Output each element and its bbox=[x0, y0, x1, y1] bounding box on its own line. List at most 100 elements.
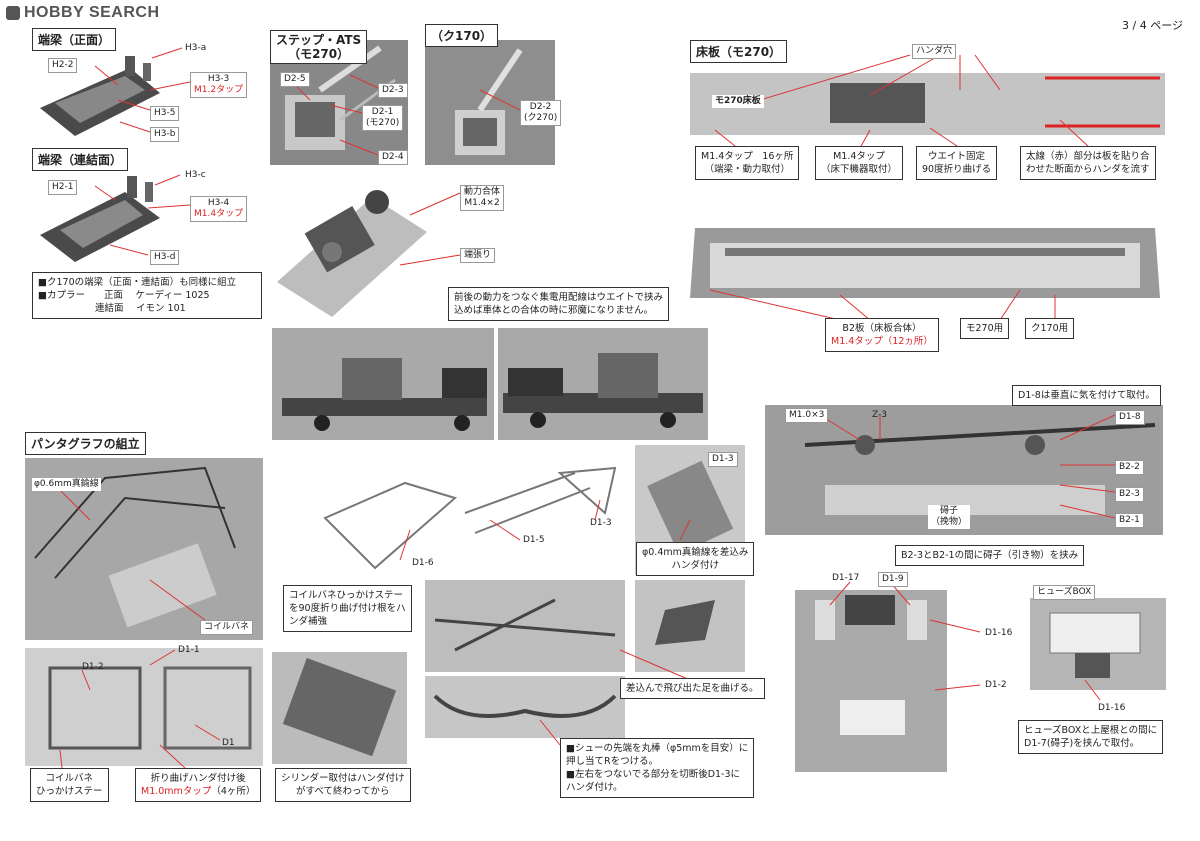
label-d2-1-note: (モ270) bbox=[366, 118, 400, 128]
label-h2-2: H2-2 bbox=[48, 58, 78, 73]
label-d1-6: D1-6 bbox=[412, 558, 434, 568]
note-weight-fix: ウエイト固定 90度折り曲げる bbox=[916, 146, 998, 180]
label-d2-2: D2-2 (ク270) bbox=[520, 100, 562, 126]
label-insulator-type: （挽物） bbox=[931, 517, 968, 527]
note-weight-fix-line2: 90度折り曲げる bbox=[922, 164, 992, 175]
photo-frame-parts bbox=[315, 458, 627, 580]
note-brass-04: φ0.4mm真鍮線を差込み ハンダ付け bbox=[636, 542, 755, 576]
label-b2-1: B2-1 bbox=[1115, 513, 1144, 528]
label-h3-3-code: H3-3 bbox=[207, 74, 230, 84]
note-b2-insulator: B2-3とB2-1の間に碍子（引き物）を挟み bbox=[895, 545, 1085, 566]
label-b2-3: B2-3 bbox=[1115, 487, 1144, 502]
photo-cylinder bbox=[272, 652, 407, 764]
note-bend-tap-line1: 折り曲げハンダ付け後 bbox=[150, 773, 246, 784]
note-bend-tap-count: （4ヶ所） bbox=[211, 786, 256, 797]
note-b2-plate-line2: M1.4タップ（12ヵ所） bbox=[831, 336, 933, 347]
section-title-endbeam-front: 端梁（正面） bbox=[32, 28, 117, 51]
photo-shoe bbox=[425, 676, 625, 738]
note-m14-underfloor-line1: M1.4タップ bbox=[833, 151, 885, 162]
coupler-note-line2: ■カプラー 正面 ケーディー 1025 bbox=[38, 290, 210, 301]
label-d2-1-code: D2-1 bbox=[371, 107, 394, 117]
label-h3-4: H3-4 M1.4タップ bbox=[190, 196, 248, 222]
label-power-unit-screws: M1.4×2 bbox=[464, 198, 500, 208]
note-bend-tap-size: M1.0mmタップ bbox=[141, 786, 212, 797]
section-title-ku170: （ク170） bbox=[425, 24, 499, 47]
label-d1: D1 bbox=[222, 738, 235, 748]
note-cylinder-line1: シリンダー取付はハンダ付け bbox=[281, 773, 405, 784]
label-d1-2: D1-2 bbox=[82, 662, 104, 672]
photo-endbeam-front bbox=[35, 48, 165, 138]
note-red-line: 太線（赤）部分は板を貼り合 わせた断面からハンダを流す bbox=[1020, 146, 1156, 180]
label-d2-2-note: (ク270) bbox=[524, 113, 558, 123]
note-spring-stay-line2: ひっかけステー bbox=[36, 786, 103, 797]
label-d1-1: D1-1 bbox=[178, 645, 200, 655]
note-fuse-box-line1: ヒューズBOXと上屋根との間に bbox=[1024, 725, 1158, 736]
photo-power-unit bbox=[272, 172, 432, 320]
section-title-pantograph: パンタグラフの組立 bbox=[25, 432, 146, 455]
note-cylinder: シリンダー取付はハンダ付け がすべて終わってから bbox=[275, 768, 411, 802]
note-bend-tap: 折り曲げハンダ付け後 M1.0mmタップ（4ヶ所） bbox=[135, 768, 262, 802]
wiring-note-line1: 前後の動力をつなぐ集電用配線はウエイトで挟み bbox=[454, 292, 664, 303]
section-title-step-ats-line2: （モ270） bbox=[288, 47, 350, 61]
note-red-line-line2: わせた断面からハンダを流す bbox=[1026, 164, 1150, 175]
note-brass-04-line1: φ0.4mm真鍮線を差込み bbox=[642, 547, 749, 558]
label-m14-tap: M1.4タップ bbox=[194, 209, 244, 219]
logo-text: HOBBY SEARCH bbox=[24, 4, 160, 21]
coupler-note-line3: 連結面 イモン 101 bbox=[38, 303, 186, 314]
note-shoe-line4: ハンダ付け。 bbox=[566, 782, 623, 793]
note-bend-legs: 差込んで飛び出た足を曲げる。 bbox=[620, 678, 765, 699]
label-m10x3: M1.0×3 bbox=[785, 408, 829, 423]
section-title-step-ats-line1: ステップ・ATS bbox=[276, 33, 362, 47]
note-shoe-line3: ■左右をつないでる部分を切断後D1-3に bbox=[566, 769, 741, 780]
label-h3-d: H3-d bbox=[150, 250, 180, 265]
note-m14-16-line2: （端梁・動力取付） bbox=[704, 164, 790, 175]
note-weight-fix-line1: ウエイト固定 bbox=[928, 151, 986, 162]
label-h2-1: H2-1 bbox=[48, 180, 78, 195]
label-brass-06: φ0.6mm真鍮線 bbox=[32, 478, 101, 491]
note-ku170-use: ク170用 bbox=[1025, 318, 1075, 339]
label-mo270-plate: モ270床板 bbox=[712, 95, 764, 108]
label-power-unit-title: 動力合体 bbox=[464, 187, 501, 197]
wiring-note-line2: 込めば車体との合体の時に邪魔になりません。 bbox=[454, 305, 654, 316]
label-z-3: Z-3 bbox=[872, 410, 887, 420]
note-spring-stay-bend-line2: を90度折り曲げ付け根をハ bbox=[289, 603, 406, 614]
photo-fuse-box bbox=[1030, 598, 1166, 690]
label-d1-3-frame: D1-3 bbox=[590, 518, 612, 528]
photo-b2-plate bbox=[685, 218, 1165, 308]
note-red-line-line1: 太線（赤）部分は板を貼り合 bbox=[1026, 151, 1150, 162]
label-insulator: 碍子 （挽物） bbox=[928, 505, 971, 529]
note-shoe: ■シューの先端を丸棒（φ5mmを目安）に 押し当てRをつける。 ■左右をつないで… bbox=[560, 738, 755, 798]
label-h3-a: H3-a bbox=[185, 43, 207, 53]
section-title-endbeam-coupler: 端梁（連結面） bbox=[32, 148, 129, 171]
label-d1-16-fuse: D1-16 bbox=[1098, 703, 1126, 713]
note-m14-underfloor: M1.4タップ （床下機器取付） bbox=[815, 146, 904, 180]
photo-chassis-2 bbox=[498, 328, 708, 440]
label-d1-17: D1-17 bbox=[832, 573, 860, 583]
label-d1-5: D1-5 bbox=[523, 535, 545, 545]
label-d1-16-roof: D1-16 bbox=[985, 628, 1013, 638]
note-brass-04-line2: ハンダ付け bbox=[671, 560, 719, 571]
note-spring-stay-bend: コイルバネひっかけステー を90度折り曲げ付け根をハ ンダ補強 bbox=[283, 585, 412, 632]
note-d1-8-vertical: D1-8は垂直に気を付けて取付。 bbox=[1012, 385, 1161, 406]
note-m14-16: M1.4タップ 16ヶ所 （端梁・動力取付） bbox=[695, 146, 800, 180]
label-insulator-name: 碍子 bbox=[940, 506, 959, 516]
logo-icon bbox=[6, 6, 20, 20]
label-coil-spring: コイルバネ bbox=[200, 620, 254, 635]
coupler-note: ■ク170の端梁（正面・連結面）も同様に組立 ■カプラー 正面 ケーディー 10… bbox=[32, 272, 262, 319]
note-bend-tap-line2: M1.0mmタップ（4ヶ所） bbox=[141, 785, 255, 798]
note-cylinder-line2: がすべて終わってから bbox=[296, 786, 390, 797]
label-d1-9: D1-9 bbox=[878, 572, 908, 587]
label-d1-2-roof: D1-2 bbox=[985, 680, 1007, 690]
note-shoe-line1: ■シューの先端を丸棒（φ5mmを目安）に bbox=[566, 743, 749, 754]
label-h3-3: H3-3 M1.2タップ bbox=[190, 72, 248, 98]
label-m12-tap: M1.2タップ bbox=[194, 85, 244, 95]
note-fuse-box-line2: D1-7(碍子)を挟んで取付。 bbox=[1024, 738, 1140, 749]
note-spring-stay-bend-line1: コイルバネひっかけステー bbox=[289, 590, 404, 601]
label-b2-2: B2-2 bbox=[1115, 460, 1144, 475]
label-h3-4-code: H3-4 bbox=[207, 198, 230, 208]
section-title-floor-plate: 床板（モ270） bbox=[690, 40, 788, 63]
label-h3-5: H3-5 bbox=[150, 106, 180, 121]
note-b2-plate: B2板（床板合体） M1.4タップ（12ヵ所） bbox=[825, 318, 939, 352]
label-d1-8: D1-8 bbox=[1115, 410, 1145, 425]
note-m14-underfloor-line2: （床下機器取付） bbox=[821, 164, 898, 175]
